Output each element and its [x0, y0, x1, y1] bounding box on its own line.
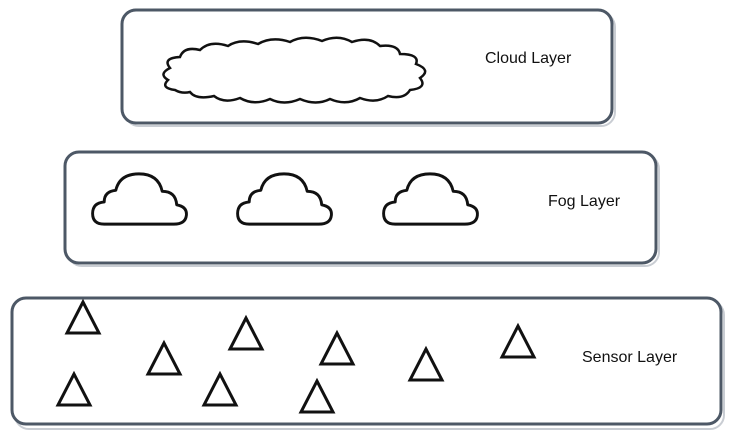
triangle-sensor-icon [499, 322, 537, 359]
triangle-sensor-icon [145, 339, 183, 376]
triangle-sensor-icon [318, 329, 356, 366]
sensor-layer: Sensor Layer [10, 296, 725, 430]
triangle-sensor-icon [55, 370, 93, 407]
fog-layer: Fog Layer [63, 150, 660, 267]
sensor-layer-label: Sensor Layer [582, 349, 678, 366]
triangle-sensor-icon [227, 314, 265, 351]
fog-layer-box [63, 150, 658, 265]
cloud-layer: Cloud Layer [120, 8, 616, 127]
triangle-sensor-icon [64, 298, 102, 335]
sensor-layer-box [10, 296, 723, 426]
cloud-icon [162, 36, 427, 104]
cloud-layer-label: Cloud Layer [485, 50, 572, 67]
triangle-sensor-icon [201, 370, 239, 407]
triangle-sensor-icon [407, 345, 445, 382]
triangle-sensor-icon [298, 377, 336, 414]
fog-layer-label: Fog Layer [548, 193, 621, 210]
